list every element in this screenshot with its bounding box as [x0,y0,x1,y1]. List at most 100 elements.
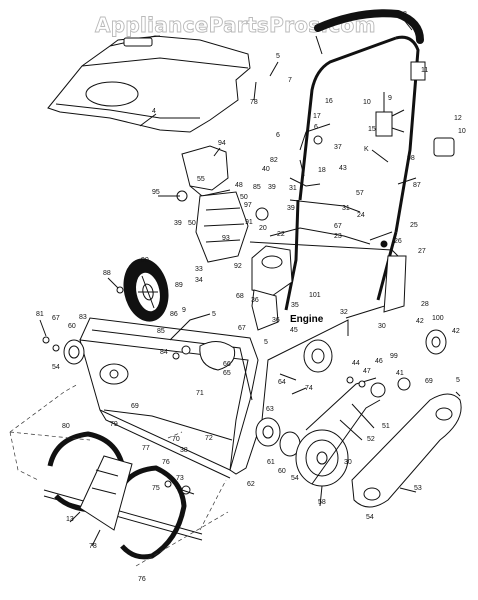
callout-c72: 72 [205,435,213,442]
callout-c67c: 67 [238,325,246,332]
callout-c8: 8 [403,11,407,18]
callout-c91: 91 [245,219,253,226]
callout-c80: 80 [62,423,70,430]
callout-c5c: 5 [264,339,268,346]
callout-c18: 18 [318,167,326,174]
callout-c50b: 50 [188,220,196,227]
cover-handle-slot [123,37,153,47]
callout-ck: K [364,146,369,153]
control-box [375,111,393,137]
callout-c86: 86 [170,311,178,318]
callout-c60b: 60 [278,468,286,475]
callout-c6a: 6 [314,124,318,131]
callout-c77: 77 [142,445,150,452]
alignment-lines [9,383,229,567]
callout-c4: 4 [152,108,156,115]
callout-c30a: 30 [378,323,386,330]
callout-c31a: 31 [289,185,297,192]
callout-c41: 41 [396,370,404,377]
callout-c54b: 54 [291,475,299,482]
callout-c57: 57 [356,190,364,197]
engine: Engine [251,245,324,331]
callout-c40: 40 [262,166,270,173]
callout-c32: 32 [340,309,348,316]
impeller-housing [199,341,236,371]
callout-c64: 64 [278,379,286,386]
callout-c10a: 10 [363,99,371,106]
callout-c79: 79 [110,421,118,428]
callout-c12: 12 [454,115,462,122]
callout-c85: 85 [253,184,261,191]
callout-c31b: 31 [342,205,350,212]
pulley-belt-system [255,329,447,487]
auger-housing [79,313,349,479]
callout-c78b: 78 [89,543,97,550]
callout-c94: 94 [218,140,226,147]
callout-c5d: 5 [456,377,460,384]
callout-c88: 88 [103,270,111,277]
callout-c89: 89 [175,282,183,289]
callout-c5b: 5 [212,311,216,318]
callout-c58: 58 [318,499,326,506]
callout-c15: 15 [368,126,376,133]
handle-bracket [410,61,426,81]
callout-c27: 27 [418,248,426,255]
callout-c43: 43 [339,165,347,172]
callout-c82: 82 [270,157,278,164]
callout-c85b: 85 [157,328,165,335]
side-panel [383,255,407,313]
callout-c95: 95 [152,189,160,196]
callout-c33: 33 [195,266,203,273]
callout-c83: 83 [79,314,87,321]
callout-c65: 65 [223,370,231,377]
callout-c99: 99 [390,353,398,360]
callout-c38: 38 [180,447,188,454]
callout-c5a: 5 [276,53,280,60]
callout-c9b: 9 [182,307,186,314]
callout-c46: 46 [375,358,383,365]
callout-c28: 28 [421,301,429,308]
callout-c7: 7 [288,77,292,84]
callout-c26: 26 [394,238,402,245]
engine-label: Engine [290,314,324,325]
upper-handle [298,9,426,233]
callout-c36b: 36 [272,317,280,324]
callout-c93: 93 [222,235,230,242]
callout-c48: 48 [235,182,243,189]
callout-c30b: 30 [344,459,352,466]
callout-c67a: 67 [334,223,342,230]
auger [43,431,203,560]
callout-c62: 62 [247,481,255,488]
callout-c75: 75 [152,485,160,492]
callout-c92: 92 [234,263,242,270]
callout-c24: 24 [357,212,365,219]
callout-c39b: 39 [174,220,182,227]
callout-c25: 25 [410,222,418,229]
left-pulley [42,336,85,365]
callout-c44: 44 [352,360,360,367]
callout-c61: 61 [267,459,275,466]
callout-c36: 36 [251,297,259,304]
callout-c71: 71 [196,390,204,397]
callout-c81: 81 [36,311,44,318]
belt-cover [351,391,462,508]
callout-c23: 23 [334,233,342,240]
callout-c13: 13 [66,516,74,523]
callout-c16: 16 [325,98,333,105]
callout-c76a: 76 [162,459,170,466]
callout-c69b: 69 [131,403,139,410]
callout-c70: 70 [172,436,180,443]
callout-c52: 52 [367,436,375,443]
callout-c63: 63 [266,406,274,413]
callout-c34: 34 [195,277,203,284]
callout-c42b: 42 [452,328,460,335]
callout-c55: 55 [197,176,205,183]
callout-c97: 97 [244,202,252,209]
left-wheel [116,258,169,322]
lower-frame [249,199,407,319]
callout-c42a: 42 [416,318,424,325]
callout-c90: 90 [141,257,149,264]
callout-c20: 20 [259,225,267,232]
callout-c100: 100 [432,315,444,322]
